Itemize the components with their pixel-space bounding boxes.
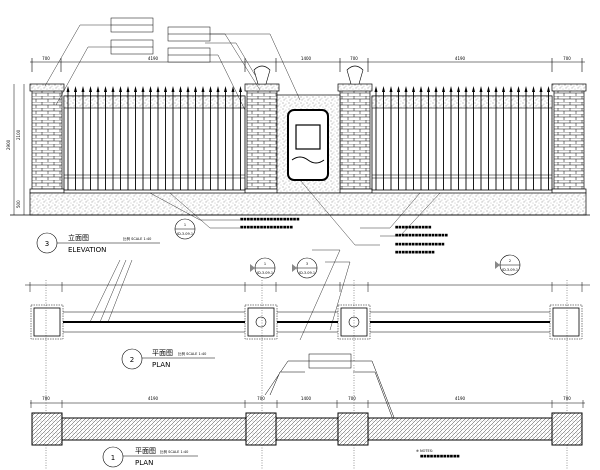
elevation-number: 3 bbox=[45, 240, 49, 248]
pillar-footprint bbox=[245, 412, 277, 446]
svg-text:1400: 1400 bbox=[301, 396, 312, 401]
notes-label: ※ NOTES: bbox=[416, 449, 433, 453]
plan2-number: 2 bbox=[130, 356, 134, 364]
svg-text:2: 2 bbox=[509, 259, 511, 263]
elevation-view: 700 4190 1400 700 4190 700 2900 2100 500 bbox=[6, 17, 590, 254]
plan1-title-cn: 平面图 bbox=[135, 447, 156, 455]
dim-2900: 2900 bbox=[6, 139, 11, 150]
svg-text:4190: 4190 bbox=[148, 396, 159, 401]
plan1-scale: 比例 SCALE 1:40 bbox=[160, 449, 188, 454]
plan-1-view: 700 4190 700 1400 700 4190 700 1 平面图 PLA… bbox=[30, 396, 585, 468]
annotation-text: ■■■■■■■■■■■■■■■■■■ ■■■■■■■■■■■■■■■■ ■■■■… bbox=[240, 217, 448, 254]
plan1-number: 1 bbox=[111, 454, 115, 462]
elevation-title-en: ELEVATION bbox=[68, 246, 106, 254]
leader-lines bbox=[44, 24, 441, 246]
pillar bbox=[551, 83, 587, 194]
plan2-scale: 比例 SCALE 1:40 bbox=[178, 351, 206, 356]
elevation-scale: 比例 SCALE 1:40 bbox=[123, 236, 151, 241]
svg-text:700: 700 bbox=[42, 396, 50, 401]
section-callout: 1 JD-3.09.1 bbox=[250, 257, 276, 279]
plan-2-view: 1 JD-3.09.1 3 JD-3.09.1 2 JD-3.09.1 2 平面… bbox=[25, 249, 590, 470]
svg-text:■■■■■■■■■■■■■■■■: ■■■■■■■■■■■■■■■■ bbox=[240, 225, 293, 229]
wall-strip bbox=[61, 417, 553, 441]
svg-text:JD-3.09.1: JD-3.09.1 bbox=[176, 232, 193, 236]
svg-text:■■■■■■■■■■■■■■■: ■■■■■■■■■■■■■■■ bbox=[395, 242, 445, 246]
svg-text:■■■■■■■■■■■■: ■■■■■■■■■■■■ bbox=[395, 250, 435, 254]
railing-panel-left bbox=[63, 86, 246, 191]
svg-text:700: 700 bbox=[348, 396, 356, 401]
svg-text:700: 700 bbox=[563, 396, 571, 401]
svg-text:700: 700 bbox=[257, 396, 265, 401]
railing-panel-right bbox=[371, 86, 553, 191]
svg-text:■■■■■■■■■■■■■■■■: ■■■■■■■■■■■■■■■■ bbox=[395, 233, 448, 237]
center-wall-panel bbox=[276, 94, 341, 194]
dim-700: 700 bbox=[350, 56, 358, 61]
dim-4190: 4190 bbox=[148, 56, 159, 61]
dim-700: 700 bbox=[563, 56, 571, 61]
pillar bbox=[337, 65, 373, 194]
svg-text:■■■■■■■■■■■■■■■■■■: ■■■■■■■■■■■■■■■■■■ bbox=[240, 217, 300, 221]
svg-text:1: 1 bbox=[184, 223, 186, 227]
svg-text:4190: 4190 bbox=[455, 396, 466, 401]
elevation-title-cn: 立面图 bbox=[68, 233, 89, 242]
svg-text:JD-3.09.1: JD-3.09.1 bbox=[256, 271, 273, 275]
pillar-footprint bbox=[337, 412, 369, 446]
svg-text:■■■■■■■■■■■: ■■■■■■■■■■■ bbox=[395, 225, 431, 229]
dim-1400: 1400 bbox=[301, 56, 312, 61]
pillar bbox=[244, 65, 280, 194]
pillar-footprint bbox=[31, 412, 63, 446]
dim-2100: 2100 bbox=[16, 129, 21, 140]
dim-4190: 4190 bbox=[455, 56, 466, 61]
pillar bbox=[29, 83, 65, 194]
svg-text:3: 3 bbox=[306, 262, 308, 266]
plan2-title-cn: 平面图 bbox=[152, 349, 173, 357]
dim-500: 500 bbox=[16, 200, 21, 208]
svg-text:JD-3.09.1: JD-3.09.1 bbox=[298, 271, 315, 275]
section-callout: 2 JD-3.09.1 bbox=[495, 254, 521, 276]
notes-text: ■■■■■■■■■■■■ bbox=[420, 454, 460, 458]
section-callout: 3 JD-3.09.1 bbox=[292, 257, 318, 279]
plan1-title-en: PLAN bbox=[135, 459, 153, 467]
fence-base bbox=[29, 192, 587, 216]
dim-700: 700 bbox=[42, 56, 50, 61]
plan2-title-en: PLAN bbox=[152, 361, 170, 369]
pillar-footprint bbox=[551, 412, 583, 446]
section-callout: 1 JD-3.09.1 bbox=[174, 218, 196, 240]
svg-text:1: 1 bbox=[264, 262, 266, 266]
annotation-boxes bbox=[110, 17, 211, 63]
svg-text:JD-3.09.1: JD-3.09.1 bbox=[501, 268, 518, 272]
